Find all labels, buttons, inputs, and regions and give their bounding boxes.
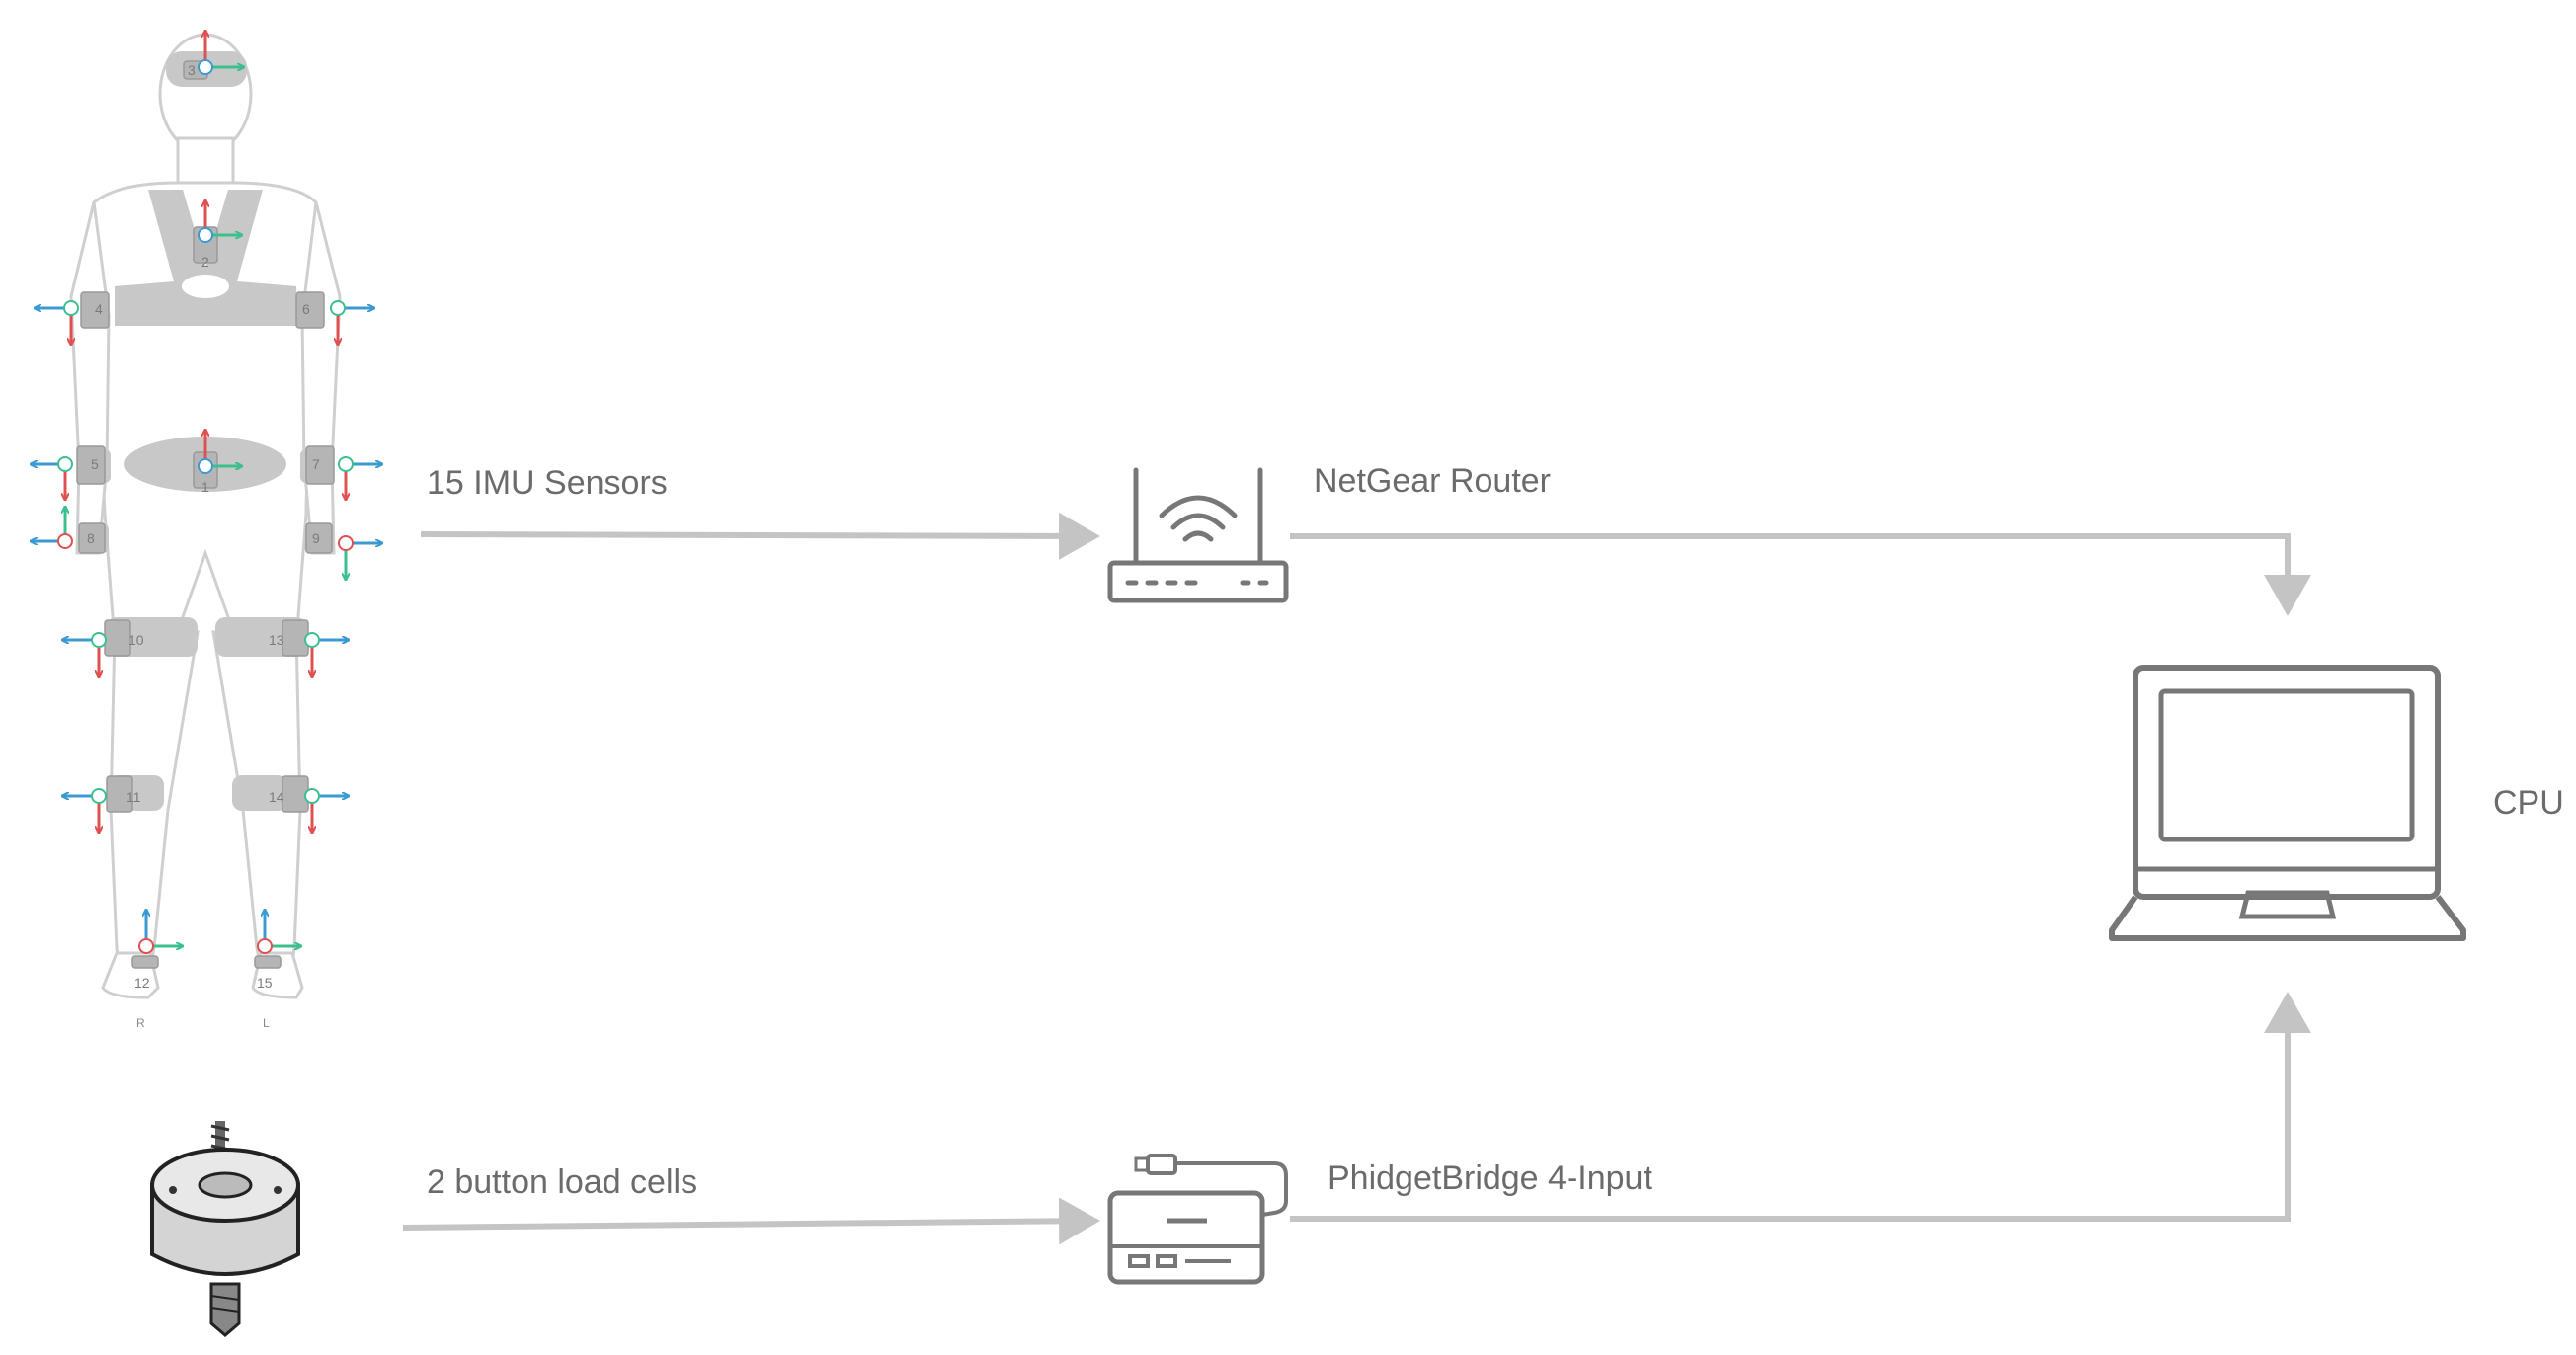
svg-text:4: 4	[95, 301, 103, 317]
svg-text:3: 3	[188, 62, 196, 78]
axes-sensor-15	[257, 911, 300, 954]
label-imu-sensors: 15 IMU Sensors	[427, 464, 668, 502]
connector-router-to-cpu	[1290, 533, 2311, 616]
axes-sensor-1	[198, 431, 241, 474]
axes-sensor-4	[36, 300, 79, 344]
svg-text:15: 15	[257, 975, 273, 991]
svg-text:9: 9	[312, 530, 320, 546]
sensor-10: 10	[104, 619, 144, 657]
sensor-11: 11	[106, 775, 141, 813]
svg-text:8: 8	[87, 530, 95, 546]
sensor-8: 8	[78, 522, 106, 554]
axes-sensor-3	[198, 32, 243, 75]
svg-text:14: 14	[269, 789, 284, 805]
svg-text:6: 6	[302, 301, 310, 317]
side-label-left: L	[263, 1016, 270, 1030]
svg-text:11: 11	[126, 789, 141, 805]
wifi-router-icon	[1107, 467, 1289, 603]
svg-text:12: 12	[134, 975, 150, 991]
axes-sensor-10	[63, 632, 107, 676]
laptop-icon	[2109, 665, 2466, 941]
svg-text:13: 13	[269, 632, 284, 648]
sensor-14: 14	[269, 775, 309, 813]
axes-sensor-2	[198, 201, 241, 243]
axes-sensor-5	[32, 456, 73, 499]
svg-text:10: 10	[128, 632, 144, 648]
sensor-12: 12	[131, 955, 159, 991]
sensor-13: 13	[269, 619, 309, 657]
side-label-right: R	[136, 1016, 145, 1030]
label-load-cells: 2 button load cells	[427, 1163, 697, 1201]
load-cell-icon	[150, 1121, 300, 1337]
label-router: NetGear Router	[1314, 462, 1551, 500]
connector-imu-to-router	[420, 512, 1100, 560]
connector-loadcell-to-bridge	[402, 1197, 1100, 1245]
axes-sensor-11	[63, 788, 107, 832]
axes-sensor-7	[338, 456, 381, 499]
sensor-15: 15	[254, 955, 282, 991]
axes-sensor-6	[330, 300, 373, 344]
svg-text:2: 2	[201, 254, 209, 270]
svg-text:1: 1	[201, 479, 209, 495]
axes-sensor-8	[32, 508, 73, 549]
axes-sensor-12	[138, 911, 182, 954]
axes-sensor-9	[338, 535, 381, 579]
connector-bridge-to-cpu	[1290, 992, 2311, 1222]
human-body-figure: 3 2 4 6 1 5 7 8	[32, 32, 381, 1030]
svg-text:5: 5	[91, 456, 99, 472]
label-cpu: CPU	[2493, 784, 2564, 822]
axes-sensor-14	[304, 788, 348, 832]
sensor-5: 5	[76, 445, 106, 485]
sensor-4: 4	[80, 291, 110, 329]
axes-sensor-13	[304, 632, 348, 676]
svg-text:7: 7	[312, 456, 320, 472]
sensor-6: 6	[295, 291, 325, 329]
sensor-9: 9	[305, 522, 333, 554]
usb-bridge-icon	[1107, 1154, 1288, 1285]
label-bridge: PhidgetBridge 4-Input	[1328, 1159, 1652, 1197]
sensor-7: 7	[305, 445, 335, 485]
